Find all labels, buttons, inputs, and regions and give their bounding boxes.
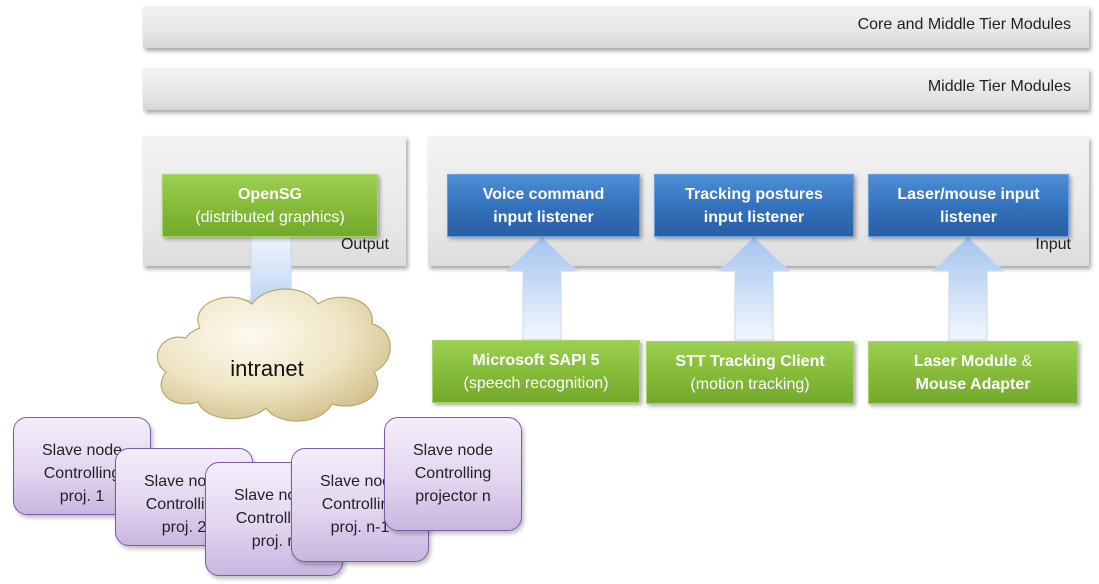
slave-projector-n-line2: Controlling (414, 465, 492, 482)
laser-module-box: Laser Module & Mouse Adapter (868, 341, 1078, 404)
tracking-postures-listener-box: Tracking postures input listener (654, 174, 854, 237)
laser-module-line1a: Laser Module (913, 352, 1017, 370)
slave-1-line1: Slave node (41, 442, 123, 459)
slave-2-line1: Slave node (143, 473, 225, 490)
arrow-up-laser (931, 236, 1005, 341)
voice-listener-line2: input listener (493, 208, 594, 226)
stt-tracking-client-box: STT Tracking Client (motion tracking) (646, 341, 854, 404)
tracking-listener-line1: Tracking postures (685, 185, 823, 203)
slave-projector-n-line3: projector n (415, 488, 491, 505)
output-panel-label: Output (340, 236, 389, 253)
laser-module-line2: Mouse Adapter (915, 375, 1031, 393)
slave-1-line3: proj. 1 (59, 488, 105, 505)
laser-mouse-listener-box: Laser/mouse input listener (868, 174, 1069, 237)
intranet-label: intranet (230, 356, 303, 381)
laser-module-line1b: & (1017, 352, 1033, 370)
voice-listener-line1: Voice command (482, 185, 605, 203)
opensg-subtitle: (distributed graphics) (195, 208, 345, 226)
laser-listener-line2: listener (940, 208, 997, 226)
opensg-title: OpenSG (237, 185, 302, 203)
core-middle-tier-label: Core and Middle Tier Modules (857, 16, 1071, 33)
slave-n-line3: proj. n (251, 533, 297, 550)
input-panel-label: Input (1035, 236, 1071, 253)
opensg-box: OpenSG (distributed graphics) (162, 174, 378, 237)
slave-n-minus-1-line3: proj. n-1 (330, 519, 390, 536)
slave-node-projector-n: Slave node Controlling projector n (384, 417, 522, 531)
core-middle-tier-bar: Core and Middle Tier Modules (143, 6, 1089, 48)
slave-projector-n-line1: Slave node (412, 442, 494, 459)
arrow-up-voice (505, 236, 579, 341)
intranet-cloud: intranet (156, 288, 391, 422)
middle-tier-bar: Middle Tier Modules (143, 68, 1089, 110)
middle-tier-label: Middle Tier Modules (927, 78, 1071, 95)
sapi-line1: Microsoft SAPI 5 (472, 351, 600, 369)
slave-1-line2: Controlling (43, 465, 121, 482)
stt-line2: (motion tracking) (690, 375, 810, 393)
arrow-up-tracking (717, 236, 791, 341)
laser-listener-line1: Laser/mouse input (897, 185, 1040, 203)
slave-n-minus-1-line1: Slave node (319, 473, 401, 490)
sapi-line2: (speech recognition) (463, 374, 609, 392)
microsoft-sapi-box: Microsoft SAPI 5 (speech recognition) (432, 340, 640, 403)
voice-command-listener-box: Voice command input listener (447, 174, 640, 237)
tracking-listener-line2: input listener (703, 208, 805, 226)
slave-n-minus-1-line2: Controlling (321, 496, 399, 513)
stt-line1: STT Tracking Client (675, 352, 825, 370)
slave-2-line3: proj. 2 (161, 519, 207, 536)
slave-2-line2: Controlling (145, 496, 223, 513)
